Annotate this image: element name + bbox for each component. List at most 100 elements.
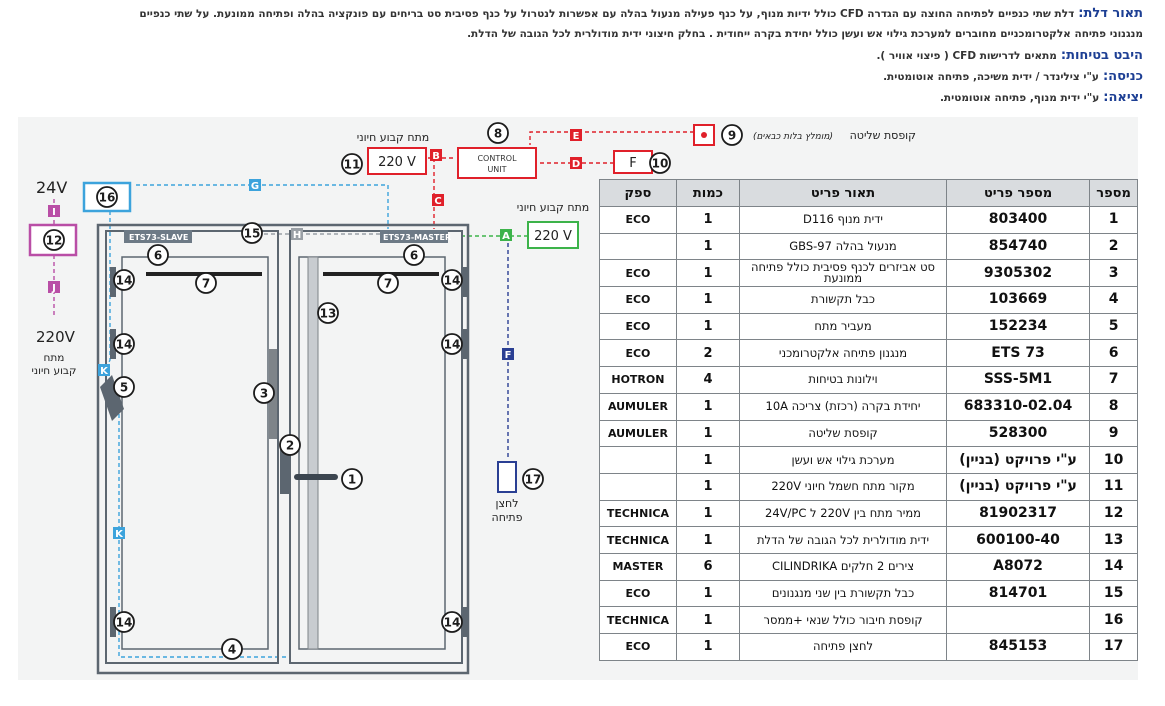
cell-quantity: 1	[675, 579, 741, 608]
door-wiring-diagram: ETS73-SLAVE ETS73-MASTER CONTROL UN	[28, 122, 916, 675]
header-no: מספר	[1089, 179, 1138, 207]
door-description: תאור דלת:דלת שתי כנפיים לפתיחה החוצה עם …	[0, 0, 1165, 114]
wire-g	[136, 184, 389, 229]
cell-supplier: TECHNICA	[599, 606, 677, 634]
callout-number: 8	[494, 127, 502, 141]
callout-circle	[341, 468, 363, 490]
cell-description: ידית מודולרית לכל הגובה של הדלת	[739, 526, 947, 554]
hinges	[110, 267, 469, 637]
slave-leaf	[105, 230, 279, 664]
outer-frame	[96, 223, 470, 675]
cell-part-number: SSS-5M1	[945, 366, 1091, 394]
cell-quantity: 6	[675, 552, 741, 581]
cell-number: 11	[1089, 472, 1138, 501]
cell-supplier: ECO	[599, 339, 677, 368]
cell-supplier: HOTRON	[599, 366, 677, 394]
cell-part-number: ע"י פרויקט (בניין)	[945, 472, 1091, 501]
voltage-220-left: 220V	[36, 328, 76, 346]
cell-number: 3	[1089, 259, 1138, 288]
cell-part-number: 845153	[945, 633, 1091, 661]
cell-part-number: 103669	[945, 286, 1091, 314]
wire-tag-box	[98, 364, 110, 376]
wire-tag: J	[51, 283, 56, 294]
header-supplier: ספק	[599, 179, 677, 207]
callout-number: 10	[652, 157, 669, 171]
control-unit-label: CONTROL	[477, 154, 517, 163]
cell-quantity: 1	[675, 606, 741, 634]
cell-description: כבל תקשורת בין שני מנגנונים	[739, 579, 947, 608]
components: CONTROL UNIT 220 V 220 V קופסת שליטה (מו…	[28, 124, 916, 524]
hinge	[110, 607, 116, 637]
callout-number: 16	[99, 191, 116, 205]
callout-circle	[441, 611, 463, 633]
callout-number: 14	[444, 616, 461, 630]
cell-description: מנעול בהלה GBS-97	[739, 232, 947, 261]
wire-tag: K	[115, 529, 124, 540]
callout-circle	[113, 269, 135, 291]
cell-description: לחצן פתיחה	[739, 633, 947, 661]
callout-circle	[147, 244, 169, 266]
callout-circle	[649, 152, 671, 174]
callout-circle	[221, 638, 243, 660]
cell-quantity: 1	[675, 392, 741, 421]
exit-label: יציאה:	[1103, 90, 1143, 105]
slave-operator	[124, 230, 192, 243]
power-box-top-label: 220 V	[378, 155, 416, 170]
cell-supplier: AUMULER	[599, 392, 677, 421]
wire-tag: D	[572, 159, 580, 170]
remote-box-sub: (מומלץ בלות כבאים)	[753, 132, 833, 142]
cell-quantity: 1	[675, 526, 741, 554]
callout-number: 2	[286, 439, 294, 453]
callout-number: 6	[410, 249, 418, 263]
cell-part-number: 854740	[945, 232, 1091, 261]
master-leaf-inner	[298, 256, 446, 650]
wire-tag-box	[432, 194, 444, 206]
drawing-panel: ETS73-SLAVE ETS73-MASTER CONTROL UN	[18, 117, 1138, 680]
header-description: תאור פריט	[739, 179, 947, 207]
cell-supplier: MASTER	[599, 552, 677, 581]
callout-number: 7	[202, 277, 210, 291]
cell-description: קופסת חיבור כולל שנאי +ממסר	[739, 606, 947, 634]
callout-circle	[113, 333, 135, 355]
wire-tag: H	[293, 230, 301, 241]
callout-number: 12	[46, 234, 63, 248]
cell-description: קופסת שליטה	[739, 419, 947, 448]
cell-part-number: 683310-02.04	[945, 392, 1091, 421]
cell-number: 9	[1089, 419, 1138, 448]
fixed-source-left-1: מתח	[44, 352, 65, 364]
callout-number: 3	[260, 387, 268, 401]
cell-number: 13	[1089, 526, 1138, 554]
cell-supplier: AUMULER	[599, 419, 677, 448]
wire-tag-box	[570, 129, 582, 141]
cell-supplier: ECO	[599, 312, 677, 341]
modular-handle	[307, 256, 319, 650]
callout-number: 7	[384, 277, 392, 291]
header-quantity: כמות	[675, 179, 741, 207]
callout-circle	[43, 229, 65, 251]
cell-supplier: ECO	[599, 579, 677, 608]
cell-number: 2	[1089, 232, 1138, 261]
callout-number: 14	[116, 338, 133, 352]
cell-description: ידית מנוף D116	[739, 206, 947, 234]
cell-supplier: TECHNICA	[599, 526, 677, 554]
door-text-2: מנגנוני פתיחה אלקטרומכניים מחוברים למערכ…	[467, 28, 1143, 40]
wire-tag-box	[502, 348, 514, 360]
callout-number: 17	[525, 473, 542, 487]
push-button-label-1: לחצן	[496, 497, 519, 510]
wire-k-lower	[118, 407, 288, 658]
callout-number: 9	[728, 129, 736, 143]
panic-lock	[280, 442, 290, 494]
cell-description: מערכת גילוי אש ועשן	[739, 446, 947, 474]
slave-leaf-inner	[121, 256, 269, 650]
cell-description: מקור מתח חשמל חיוני 220V	[739, 472, 947, 501]
callout-number: 14	[444, 274, 461, 288]
